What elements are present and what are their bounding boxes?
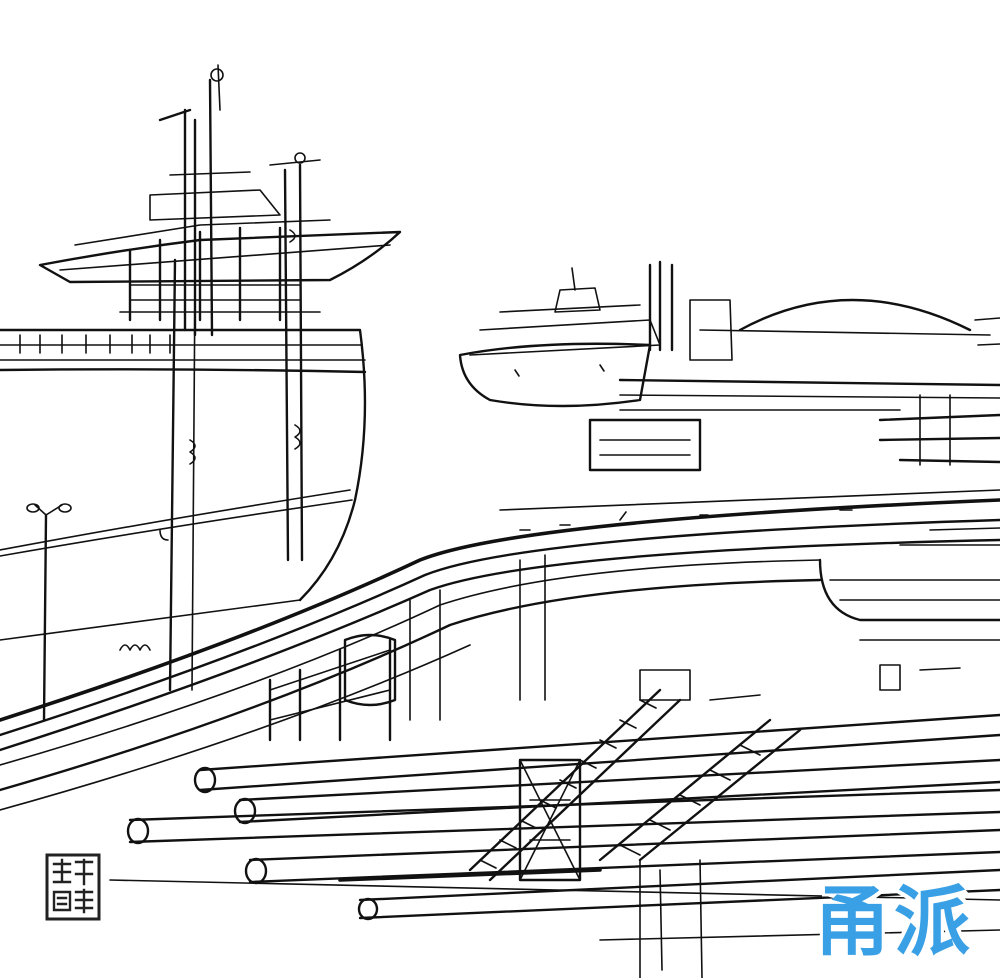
pier-details [119, 527, 1000, 691]
storage-tank-dome [689, 298, 1000, 361]
access-stairs [468, 669, 802, 882]
distant-ship [458, 260, 674, 408]
distant-jetty [588, 378, 1000, 472]
pipeline-rack [0, 489, 1000, 811]
lamp-post [26, 503, 72, 722]
foreground-pipes [109, 713, 1000, 978]
lng-carrier-ship [0, 64, 402, 692]
artist-seal-stamp [44, 852, 102, 922]
watermark-logo: 甬派 [814, 877, 974, 966]
